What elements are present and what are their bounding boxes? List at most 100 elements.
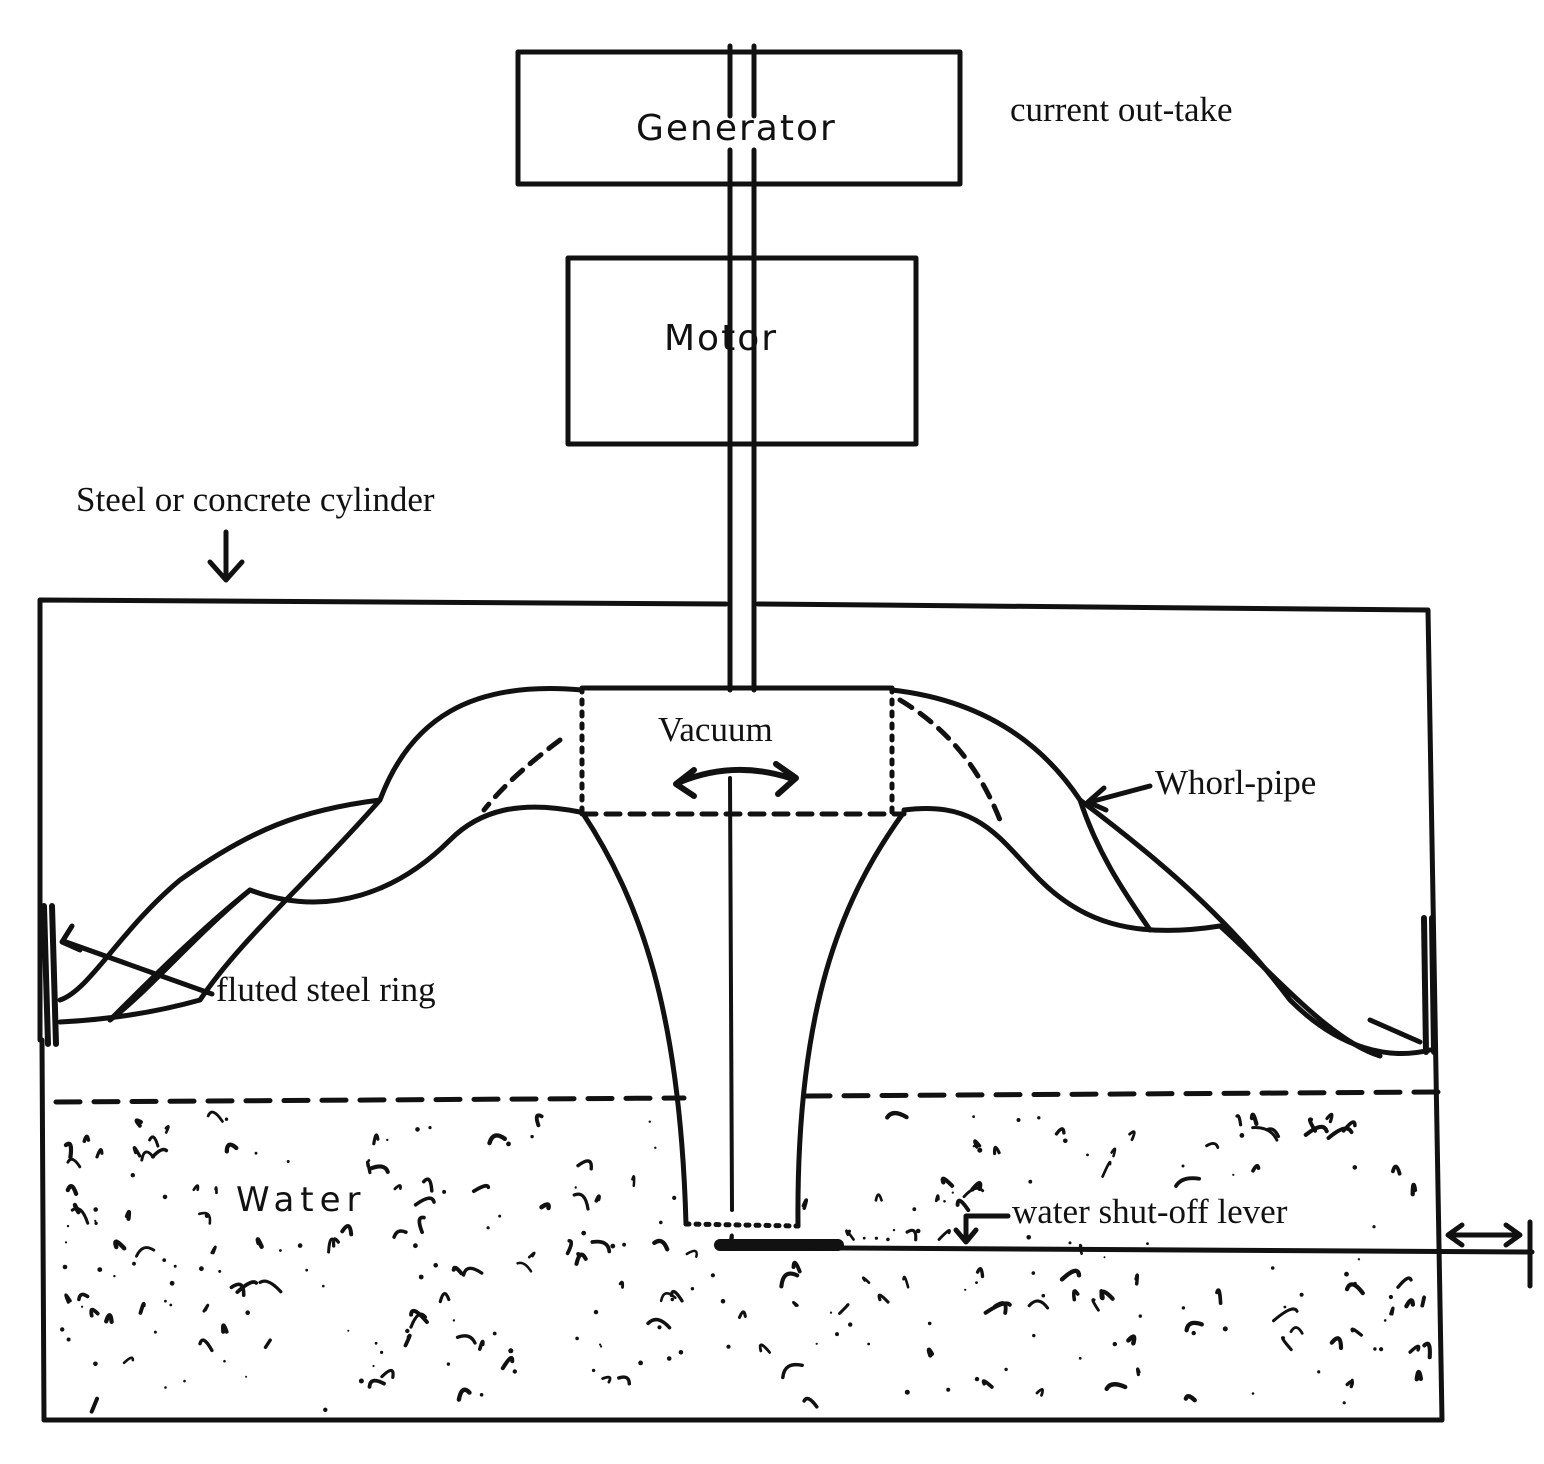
water-speck [829, 1311, 833, 1314]
water-squiggle [1027, 1299, 1050, 1310]
water-speck [886, 1237, 890, 1242]
water-speck [347, 1329, 350, 1332]
fluted-ring-label: fluted steel ring [216, 970, 436, 1009]
water-speck [610, 1243, 616, 1249]
water-squiggle [409, 1308, 429, 1324]
water-squiggle [500, 1355, 515, 1371]
water-speck [508, 1348, 514, 1354]
water-speck [581, 1230, 587, 1236]
whorl-pipe-label: Whorl-pipe [1155, 763, 1317, 802]
water-speck [1037, 1116, 1041, 1120]
water-speck [506, 1141, 511, 1147]
water-speck [60, 1327, 65, 1332]
water-speck [964, 1288, 967, 1291]
water-squiggle [1104, 1382, 1128, 1391]
water-squiggle [1410, 1182, 1418, 1197]
water-speck [305, 1268, 309, 1272]
water-squiggle [392, 1229, 408, 1239]
water-speck [97, 1267, 103, 1272]
water-squiggle [594, 1194, 601, 1203]
cylinder-outline-right [39, 601, 1445, 1423]
water-squiggle [134, 1118, 143, 1128]
water-speck [815, 1342, 818, 1345]
water-speck [1383, 1319, 1387, 1322]
water-speck [972, 1115, 975, 1118]
water-speck [1146, 1242, 1149, 1245]
water-speck [867, 1342, 870, 1346]
water-speck [678, 1350, 684, 1355]
water-squiggle [331, 1237, 340, 1248]
water-speck [1251, 1392, 1255, 1395]
water-squiggle [905, 1228, 918, 1242]
water-squiggle [981, 1379, 994, 1389]
water-squiggle [631, 1175, 636, 1188]
water-speck [64, 1241, 68, 1244]
water-speck [1041, 1293, 1046, 1298]
whorl-pipe-right [889, 687, 1433, 1059]
water-squiggle [372, 1133, 380, 1146]
water-squiggle [758, 1343, 771, 1354]
water-speck [204, 1213, 210, 1219]
water-squiggle [617, 1375, 632, 1386]
water-speck [690, 1287, 695, 1291]
water-squiggle [367, 1378, 386, 1389]
water-squiggle [340, 1224, 354, 1237]
water-squiggle [1205, 1142, 1220, 1149]
water-squiggle [368, 1164, 390, 1174]
water-speck [442, 1189, 447, 1194]
water-squiggle [1099, 1289, 1105, 1301]
water-squiggle [89, 1307, 100, 1318]
water-speck [446, 1362, 451, 1366]
water-speck [386, 1138, 389, 1142]
water-squiggle [992, 1145, 1001, 1156]
water-speck [183, 1379, 186, 1383]
water-speck [323, 1407, 328, 1413]
water-squiggle [104, 1313, 114, 1324]
water-speck [1063, 1138, 1068, 1144]
cylinder-outline [37, 597, 729, 1043]
water-squiggle [1135, 1367, 1141, 1377]
water-squiggle [164, 1125, 170, 1134]
water-speck [1357, 1258, 1361, 1261]
water-squiggle [534, 1113, 544, 1128]
water-squiggle [1391, 1164, 1402, 1176]
water-squiggle [1251, 1163, 1261, 1173]
water-speck [218, 1269, 222, 1273]
water-speck [927, 1321, 932, 1326]
water-label: Water [236, 1180, 367, 1220]
water-speck [892, 1228, 896, 1232]
water-squiggle [1389, 1306, 1395, 1316]
water-squiggle [132, 1146, 142, 1158]
water-speck [1372, 1225, 1376, 1229]
water-speck [1026, 1235, 1031, 1240]
water-squiggle [210, 1245, 217, 1255]
water-speck [1031, 1271, 1036, 1275]
water-speck [1181, 1306, 1186, 1310]
water-squiggle [417, 1215, 426, 1235]
water-squiggle [652, 1238, 670, 1252]
fluted-ring-right [1421, 915, 1437, 1055]
water-squiggle [1251, 1126, 1279, 1142]
water-speck [1344, 1271, 1349, 1277]
water-speck [1032, 1333, 1036, 1338]
water-squiggle [1134, 1273, 1140, 1286]
water-speck [488, 1140, 491, 1144]
water-speck [672, 1195, 677, 1200]
water-squiggle [845, 1229, 855, 1241]
water-squiggle [874, 1193, 883, 1202]
water-speck [575, 1336, 579, 1341]
water-squiggle [791, 1260, 802, 1274]
water-speck [1342, 1401, 1346, 1405]
water-squiggle [77, 1292, 90, 1302]
water-squiggle [1215, 1288, 1223, 1306]
water-squiggle [66, 1157, 82, 1169]
water-speck [835, 1332, 839, 1337]
water-surface [53, 1089, 1441, 1105]
water-squiggle [122, 1356, 135, 1365]
water-squiggle [198, 1338, 214, 1353]
water-squiggle [1325, 1112, 1334, 1124]
water-speck [62, 1264, 68, 1270]
water-speck [413, 1243, 418, 1249]
water-speck [512, 1369, 517, 1374]
water-speck [279, 1249, 282, 1252]
